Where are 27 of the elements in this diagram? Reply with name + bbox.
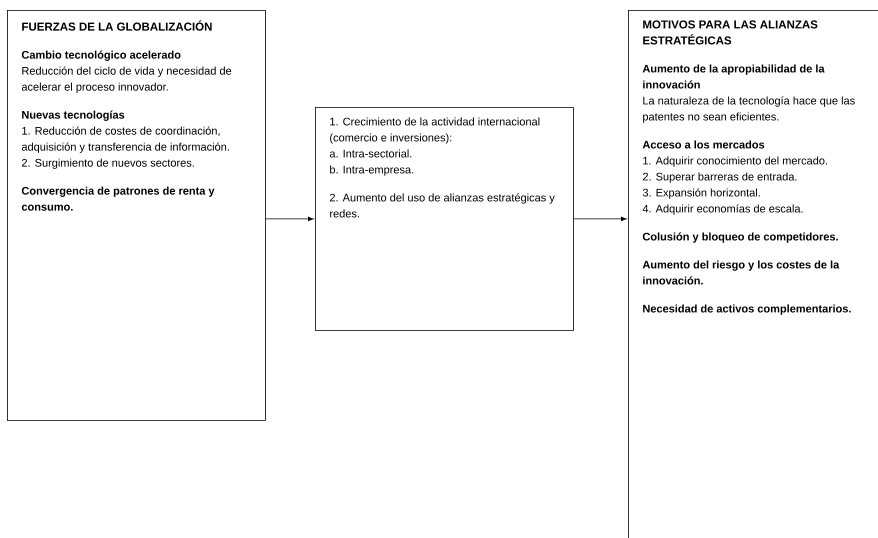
body-text: b. Intra-empresa. <box>330 165 414 176</box>
heading: MOTIVOS PARA LAS ALIANZAS ESTRATÉGICAS <box>643 20 818 45</box>
subheading: Necesidad de activos complementarios. <box>643 304 851 315</box>
body-text: Reducción del ciclo de vida y necesidad de acelerar el proceso innovador. <box>22 66 232 93</box>
arrow <box>265 216 314 222</box>
subheading: Cambio tecnológico acelerado <box>22 50 180 61</box>
body-text: 2. Superar barreras de entrada. <box>642 172 796 183</box>
subheading: Aumento del riesgo y los costes de la innovación. <box>642 260 840 285</box>
text-box <box>7 10 266 421</box>
heading: FUERZAS DE LA GLOBALIZACIÓN <box>22 20 212 31</box>
subheading: Acceso a los mercados <box>642 140 764 149</box>
body-text: La naturaleza de la tecnología hace que las patentes no sean eficientes. <box>643 96 855 123</box>
subheading: Nuevas tecnologías <box>22 110 124 121</box>
body-text: 1. Crecimiento de la actividad internacional (comercio e inversiones): <box>330 117 540 144</box>
body-text: a. Intra-sectorial. <box>330 149 412 158</box>
body-text: 1. Reducción de costes de coordinación, adquisición y transferencia de información. <box>22 126 229 153</box>
subheading: Aumento de la apropiabilidad de la innovación <box>642 64 825 89</box>
body-text: 1. Adquirir conocimiento del mercado. <box>643 156 828 167</box>
body-text: 2. Aumento del uso de alianzas estratégicas y redes. <box>330 193 555 218</box>
arrow <box>573 216 627 222</box>
body-text: 3. Expansión horizontal. <box>642 188 760 199</box>
body-text: 2. Surgimiento de nuevos sectores. <box>22 158 194 169</box>
subheading: Convergencia de patrones de renta y consumo. <box>22 186 214 211</box>
body-text: 4. Adquirir economías de escala. <box>642 204 803 215</box>
subheading: Colusión y bloqueo de competidores. <box>642 232 838 243</box>
text-box <box>628 10 878 538</box>
text-box <box>315 107 574 331</box>
